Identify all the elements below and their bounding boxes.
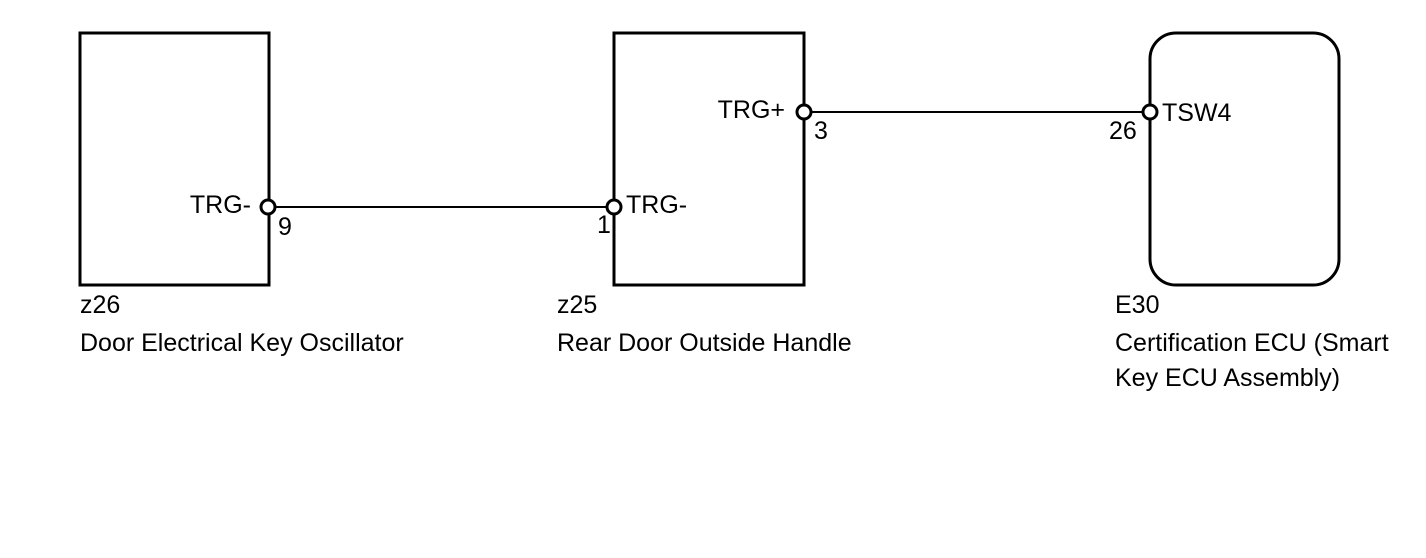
z25-terminal-1 <box>605 198 623 216</box>
component-z26: TRG- 9 z26 Door Electrical Key Oscillato… <box>78 31 404 357</box>
z25-connector-box <box>612 31 806 287</box>
z26-terminal-9-number: 9 <box>278 213 292 241</box>
component-z25: 1 TRG- TRG+ 3 z25 Rear Door Outside Hand… <box>557 31 852 357</box>
e30-terminal-26 <box>1141 103 1159 121</box>
z25-terminal-1-label: TRG- <box>626 191 687 219</box>
z25-terminal-3 <box>795 103 813 121</box>
z25-terminal-1-number: 1 <box>597 211 611 239</box>
z25-terminal-3-number: 3 <box>814 117 828 145</box>
e30-component-name-line-2: Key ECU Assembly) <box>1115 364 1340 392</box>
e30-terminal-26-label: TSW4 <box>1162 99 1232 127</box>
z25-component-name: Rear Door Outside Handle <box>557 329 852 357</box>
z26-connector-box <box>78 31 271 287</box>
z26-terminal-9-label: TRG- <box>190 191 251 219</box>
z26-terminal-9 <box>259 198 277 216</box>
z26-connector-id: z26 <box>80 291 120 319</box>
z25-terminal-3-label: TRG+ <box>718 96 785 124</box>
z25-connector-id: z25 <box>557 291 597 319</box>
z26-component-name: Door Electrical Key Oscillator <box>80 329 404 357</box>
component-e30: 26 TSW4 E30 Certification ECU (Smart Key… <box>1109 31 1389 392</box>
e30-terminal-26-number: 26 <box>1109 117 1137 145</box>
e30-component-name-line-1: Certification ECU (Smart <box>1115 329 1389 357</box>
e30-connector-id: E30 <box>1115 291 1159 319</box>
e30-ecu-box <box>1148 31 1341 287</box>
